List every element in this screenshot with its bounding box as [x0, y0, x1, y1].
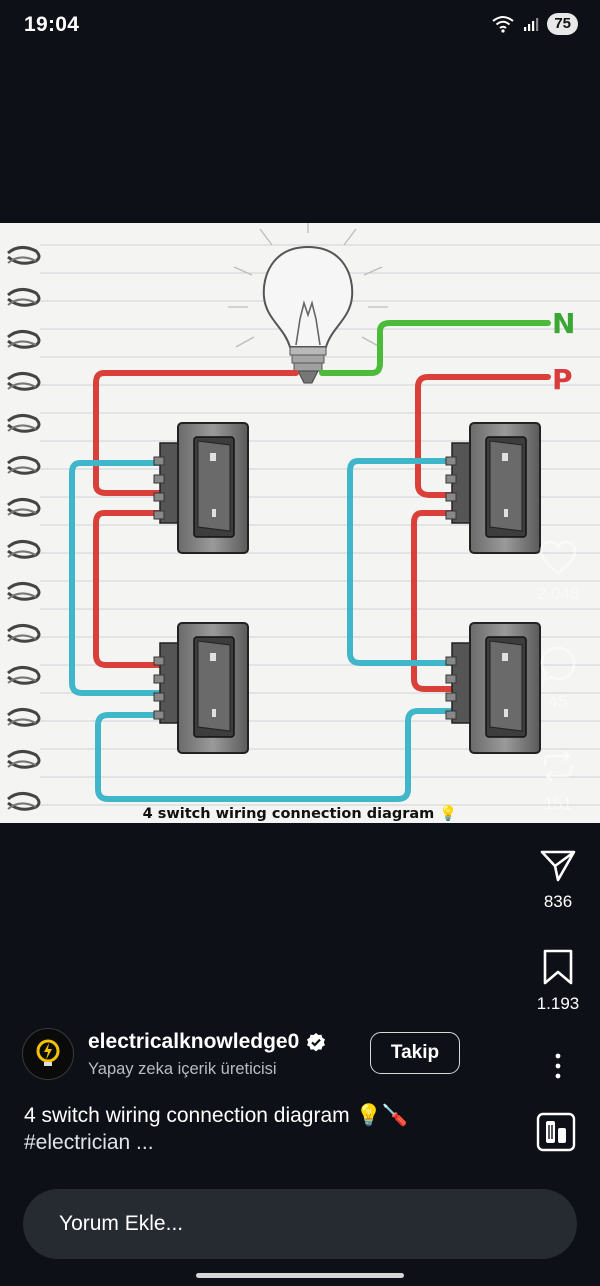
caption-text: 4 switch wiring connection diagram 💡🪛 [24, 1104, 408, 1127]
follow-button[interactable]: Takip [370, 1032, 460, 1074]
status-bar: 19:04 75 [0, 0, 600, 52]
lightning-bulb-logo-icon [36, 1039, 60, 1066]
verified-badge-icon [307, 1033, 326, 1052]
rocker-switch-icon [153, 422, 249, 554]
wiring-diagram: N P [0, 223, 600, 823]
image-caption: 4 switch wiring connection diagram 💡 [142, 806, 458, 822]
comment-placeholder: Yorum Ekle... [59, 1212, 184, 1235]
author-name[interactable]: electricalknowledge0 [88, 1030, 300, 1053]
action-column: 2.048 45 151 836 1.193 [530, 540, 586, 1030]
notebook-rings [7, 246, 41, 811]
comment-icon [540, 646, 576, 683]
save-button[interactable]: 1.193 [530, 948, 586, 1014]
post-caption[interactable]: 4 switch wiring connection diagram 💡🪛 #e… [24, 1102, 514, 1156]
share-button[interactable]: 836 [530, 848, 586, 912]
rocker-switch-icon [445, 622, 541, 754]
author-subtitle: Yapay zeka içerik üreticisi [88, 1060, 277, 1078]
heart-icon [539, 540, 577, 575]
caption-hashtag[interactable]: #electrician ... [24, 1131, 154, 1154]
like-button[interactable]: 2.048 [530, 540, 586, 604]
comment-button[interactable]: 45 [530, 644, 586, 712]
more-options-icon[interactable] [552, 1052, 564, 1080]
battery-badge: 75 [547, 13, 578, 35]
use-template-icon[interactable] [536, 1112, 576, 1152]
repost-count: 151 [543, 794, 573, 813]
signal-icon [524, 18, 539, 31]
comment-input[interactable]: Yorum Ekle... [23, 1189, 577, 1259]
status-time: 19:04 [24, 13, 80, 36]
share-count: 836 [543, 892, 573, 911]
author-row: electricalknowledge0 Yapay zeka içerik ü… [22, 1026, 582, 1086]
bookmark-icon [543, 949, 573, 985]
repost-button[interactable]: 151 [530, 746, 586, 814]
repost-icon [543, 750, 573, 782]
post-image[interactable]: N P 4 switch wiring connection diagram 💡 [0, 223, 600, 823]
save-count: 1.193 [536, 994, 580, 1013]
phase-label: P [552, 363, 573, 396]
like-count: 2.048 [536, 584, 580, 603]
neutral-label: N [552, 307, 575, 340]
avatar[interactable] [22, 1028, 74, 1080]
home-indicator[interactable] [196, 1273, 404, 1278]
rocker-switch-icon [445, 422, 541, 554]
wifi-icon [492, 16, 514, 33]
light-bulb-icon [262, 245, 354, 384]
comment-count: 45 [548, 692, 568, 711]
send-icon [540, 850, 576, 882]
rocker-switch-icon [153, 622, 249, 754]
